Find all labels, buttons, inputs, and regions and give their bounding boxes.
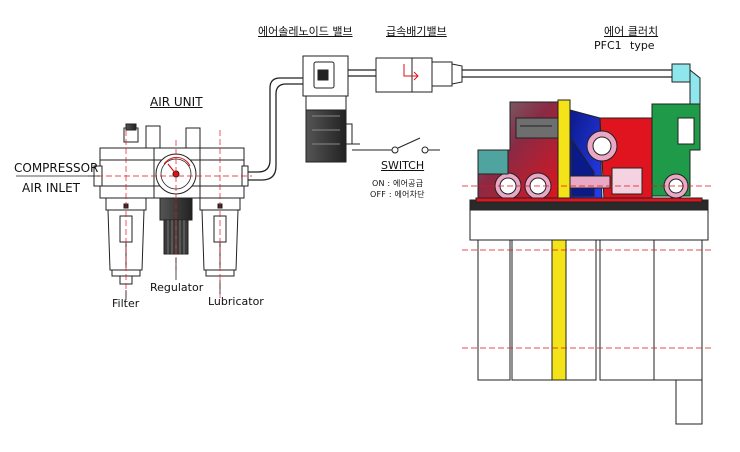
compressor-label: COMPRESSOR — [14, 161, 99, 175]
clutch-centerlines — [462, 185, 712, 349]
air-pipe — [244, 69, 672, 181]
switch-label: SWITCH — [381, 159, 425, 172]
lubricator-label: Lubricator — [208, 295, 264, 308]
label-leaders — [16, 175, 221, 300]
air-unit-centerlines — [88, 130, 252, 300]
air-clutch — [469, 63, 709, 425]
switch-symbol — [352, 137, 440, 154]
solenoid-valve-label: 에어솔레노이드 밸브 — [258, 25, 353, 38]
switch-off-label: OFF : 에어차단 — [370, 190, 425, 199]
air-cooler-label: 에어 클러치 — [604, 25, 659, 38]
switch-on-label: ON : 에어공급 — [372, 179, 424, 188]
air-unit-label: AIR UNIT — [150, 95, 203, 109]
air-unit — [93, 123, 249, 285]
quick-exhaust-valve — [375, 57, 463, 93]
model-type-label: type — [630, 39, 655, 52]
air-inlet-label: AIR INLET — [22, 181, 81, 195]
quick-exhaust-valve-label: 급속배기밸브 — [386, 25, 447, 38]
regulator-label: Regulator — [150, 281, 204, 294]
solenoid-valve — [302, 55, 353, 163]
model-label: PFC1 — [594, 39, 622, 52]
filter-label: Filter — [112, 297, 140, 310]
